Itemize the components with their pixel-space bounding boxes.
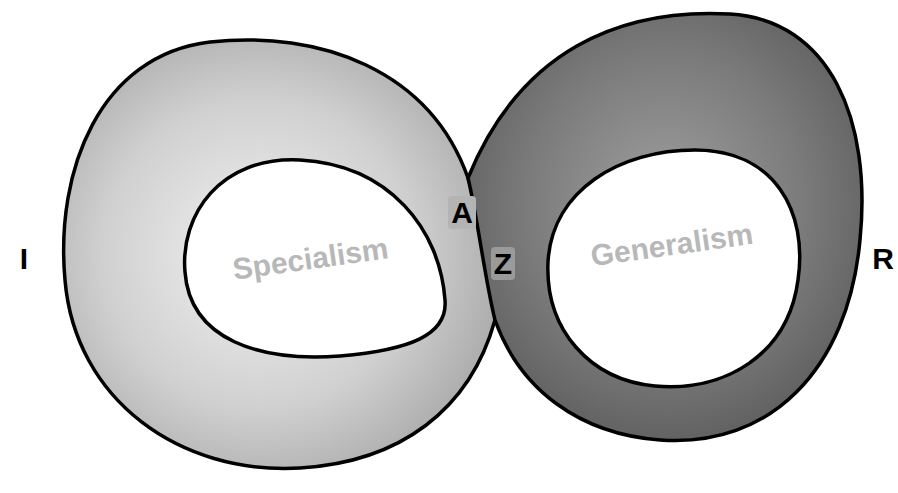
right-loop <box>468 13 862 440</box>
loop-title: Generalism <box>589 216 756 272</box>
loop-title: Specialism <box>230 231 390 286</box>
letter-label: I <box>20 242 28 275</box>
loop-label-box: Generalism <box>584 214 759 275</box>
letter-label: Z <box>491 247 515 280</box>
letter-label: R <box>872 242 894 275</box>
loop-label-box: Specialism <box>226 228 395 288</box>
letter-label: A <box>448 196 476 229</box>
left-loop <box>64 40 496 469</box>
